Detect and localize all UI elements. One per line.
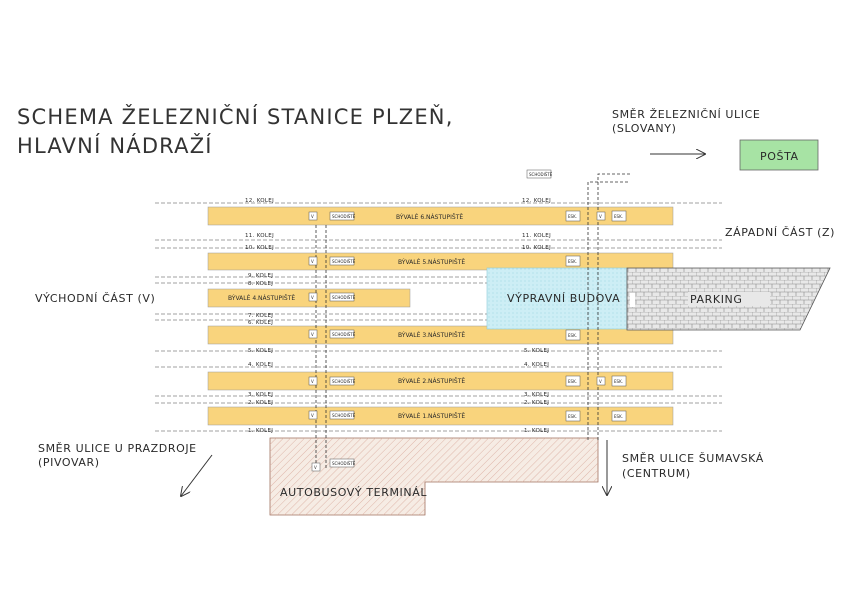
platform-2-label: BÝVALÉ 2.NÁSTUPIŠTĚ bbox=[398, 377, 465, 385]
underpass-west bbox=[315, 225, 327, 470]
platform-3: BÝVALÉ 3.NÁSTUPIŠTĚ bbox=[207, 325, 674, 345]
platform-6: BÝVALÉ 6.NÁSTUPIŠTĚ bbox=[207, 206, 674, 226]
platform-3-label: BÝVALÉ 3.NÁSTUPIŠTĚ bbox=[398, 331, 465, 339]
track-label-4-right: 4. KOLEJ bbox=[524, 362, 549, 368]
escalator-label: ESK. bbox=[568, 333, 577, 338]
direction-south-line1: SMĚR ULICE ŠUMAVSKÁ bbox=[622, 452, 764, 465]
direction-south-line2: (CENTRUM) bbox=[622, 467, 691, 480]
stairs-label: SCHODIŠTĚ bbox=[332, 413, 356, 418]
track-label-5-left: 5. KOLEJ bbox=[248, 348, 273, 354]
track-label-8: 8. KOLEJ bbox=[248, 281, 273, 287]
direction-southwest-line1: SMĚR ULICE U PRAZDROJE bbox=[38, 442, 197, 455]
escalator-label: ESK. bbox=[568, 414, 577, 419]
track-label-11-left: 11. KOLEJ bbox=[245, 233, 274, 239]
track-label-10-right: 10. KOLEJ bbox=[522, 245, 551, 251]
lift-label: V bbox=[311, 295, 314, 300]
escalator-label: ESK. bbox=[568, 259, 577, 264]
lift-label: V bbox=[599, 214, 602, 219]
lift-label: V bbox=[311, 259, 314, 264]
platform-2: BÝVALÉ 2.NÁSTUPIŠTĚ bbox=[207, 371, 674, 391]
escalator-label: ESK. bbox=[614, 214, 623, 219]
escalator-label: ESK. bbox=[614, 414, 623, 419]
platform-5-label: BÝVALÉ 5.NÁSTUPIŠTĚ bbox=[398, 258, 465, 266]
posta-box: POŠTA bbox=[739, 139, 819, 171]
lift-icons: V V V V V V V V V bbox=[308, 211, 606, 472]
underpass-east bbox=[587, 173, 630, 440]
direction-north-line1: SMĚR ŽELEZNIČNÍ ULICE bbox=[612, 108, 760, 121]
arrow-southwest-icon bbox=[181, 454, 213, 496]
track-label-6: 6. KOLEJ bbox=[248, 320, 273, 326]
escalator-label: ESK. bbox=[568, 379, 577, 384]
lift-label: V bbox=[599, 379, 602, 384]
track-label-9: 9. KOLEJ bbox=[248, 273, 273, 279]
escalator-icons: ESK. ESK. ESK. ESK. ESK. ESK. ESK. ESK. bbox=[565, 210, 627, 422]
track-label-4-left: 4. KOLEJ bbox=[248, 362, 273, 368]
lift-label: V bbox=[311, 413, 314, 418]
track-label-2-right: 2. KOLEJ bbox=[524, 400, 549, 406]
stairs-icons: SCHODIŠTĚ SCHODIŠTĚ SCHODIŠTĚ SCHODIŠTĚ … bbox=[329, 169, 553, 468]
escalator-label: ESK. bbox=[568, 214, 577, 219]
stairs-label: SCHODIŠTĚ bbox=[332, 332, 356, 337]
track-label-10-left: 10. KOLEJ bbox=[245, 245, 274, 251]
track-label-11-right: 11. KOLEJ bbox=[522, 233, 551, 239]
track-label-1-left: 1. KOLEJ bbox=[248, 428, 273, 434]
stairs-label: SCHODIŠTĚ bbox=[332, 259, 356, 264]
platform-5: BÝVALÉ 5.NÁSTUPIŠTĚ bbox=[207, 252, 674, 271]
bus-terminal-label: AUTOBUSOVÝ TERMINÁL bbox=[280, 486, 427, 499]
direction-north-line2: (SLOVANY) bbox=[612, 122, 676, 135]
track-label-2-left: 2. KOLEJ bbox=[248, 400, 273, 406]
platform-4-label: BÝVALÉ 4.NÁSTUPIŠTĚ bbox=[228, 294, 295, 302]
parking-area: PARKING bbox=[626, 267, 831, 331]
bus-terminal: AUTOBUSOVÝ TERMINÁL bbox=[269, 437, 599, 516]
lift-label: V bbox=[311, 214, 314, 219]
stairs-label: SCHODIŠTĚ bbox=[332, 295, 356, 300]
track-label-1-right: 1. KOLEJ bbox=[524, 428, 549, 434]
platform-1: BÝVALÉ 1.NÁSTUPIŠTĚ bbox=[207, 406, 674, 426]
platform-1-label: BÝVALÉ 1.NÁSTUPIŠTĚ bbox=[398, 412, 465, 420]
station-building-label: VÝPRAVNÍ BUDOVA bbox=[507, 292, 620, 305]
track-label-3-right: 3. KOLEJ bbox=[524, 392, 549, 398]
lift-label: V bbox=[311, 379, 314, 384]
parking-label: PARKING bbox=[690, 293, 743, 306]
lift-label: V bbox=[314, 465, 317, 470]
title-line1: SCHEMA ŽELEZNIČNÍ STANICE PLZEŇ, bbox=[17, 104, 454, 129]
platform-6-label: BÝVALÉ 6.NÁSTUPIŠTĚ bbox=[396, 213, 463, 221]
stairs-label: SCHODIŠTĚ bbox=[332, 461, 356, 466]
title-line2: HLAVNÍ NÁDRAŽÍ bbox=[17, 133, 213, 158]
escalator-label: ESK. bbox=[614, 379, 623, 384]
direction-southwest-line2: (PIVOVAR) bbox=[38, 456, 100, 469]
track-label-7: 7. KOLEJ bbox=[248, 313, 273, 319]
track-label-3-left: 3. KOLEJ bbox=[248, 392, 273, 398]
track-label-12-left: 12. KOLEJ bbox=[245, 198, 274, 204]
west-part-label: ZÁPADNÍ ČÁST (Z) bbox=[725, 226, 835, 239]
stairs-label: SCHODIŠTĚ bbox=[529, 172, 553, 177]
lift-label: V bbox=[311, 332, 314, 337]
tracks bbox=[155, 202, 722, 432]
stairs-label: SCHODIŠTĚ bbox=[332, 379, 356, 384]
posta-label: POŠTA bbox=[760, 150, 799, 163]
east-part-label: VÝCHODNÍ ČÁST (V) bbox=[35, 292, 155, 305]
station-building: VÝPRAVNÍ BUDOVA bbox=[486, 267, 628, 330]
stairs-label: SCHODIŠTĚ bbox=[332, 214, 356, 219]
track-label-12-right: 12. KOLEJ bbox=[522, 198, 551, 204]
track-label-5-right: 5. KOLEJ bbox=[524, 348, 549, 354]
